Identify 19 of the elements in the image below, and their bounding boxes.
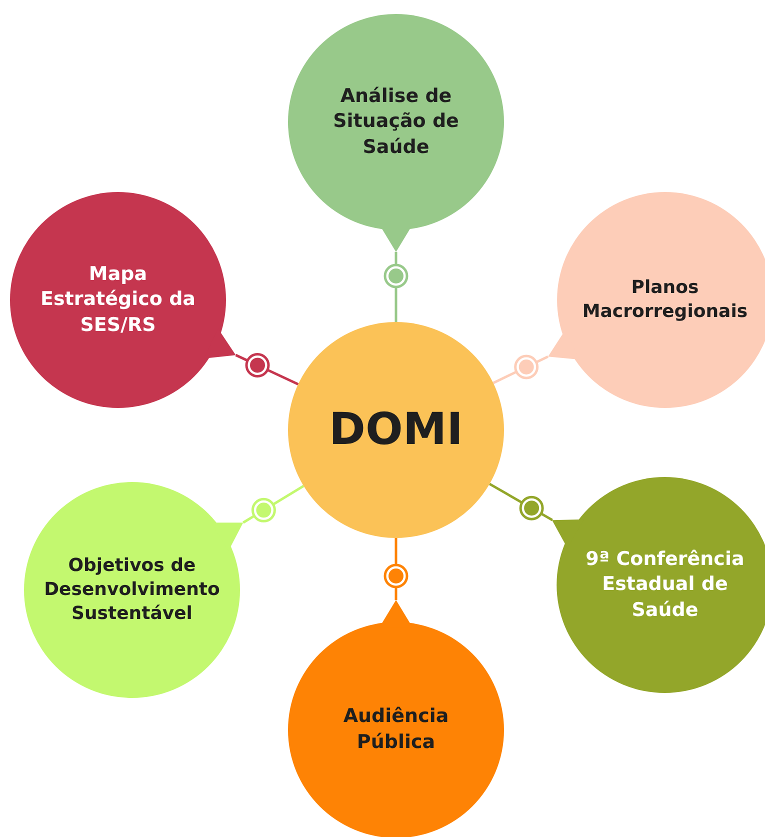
- node-label: Mapa Estratégico da SES/RS: [40, 262, 196, 338]
- speech-bubble: [24, 482, 244, 698]
- node-label: Audiência Pública: [342, 704, 450, 755]
- speech-bubble: [10, 192, 236, 408]
- node-label: Planos Macrorregionais: [581, 276, 749, 324]
- speech-bubble: [288, 600, 504, 837]
- connector-line: [488, 482, 553, 522]
- node-label: Objetivos de Desenvolvimento Sustentável: [43, 554, 221, 626]
- connector-line: [394, 252, 398, 322]
- connector-line: [394, 538, 398, 600]
- connector-line: [492, 355, 548, 384]
- speech-bubble: [288, 14, 504, 252]
- speech-bubble: [552, 477, 765, 693]
- connector-line: [242, 484, 304, 524]
- node-label: 9ª Conferência Estadual de Saúde: [584, 546, 746, 623]
- center-circle: [288, 322, 504, 538]
- speech-bubble: [548, 192, 765, 408]
- node-label: Análise de Situação de Saúde: [332, 84, 460, 160]
- node-label: DOMI: [328, 403, 464, 458]
